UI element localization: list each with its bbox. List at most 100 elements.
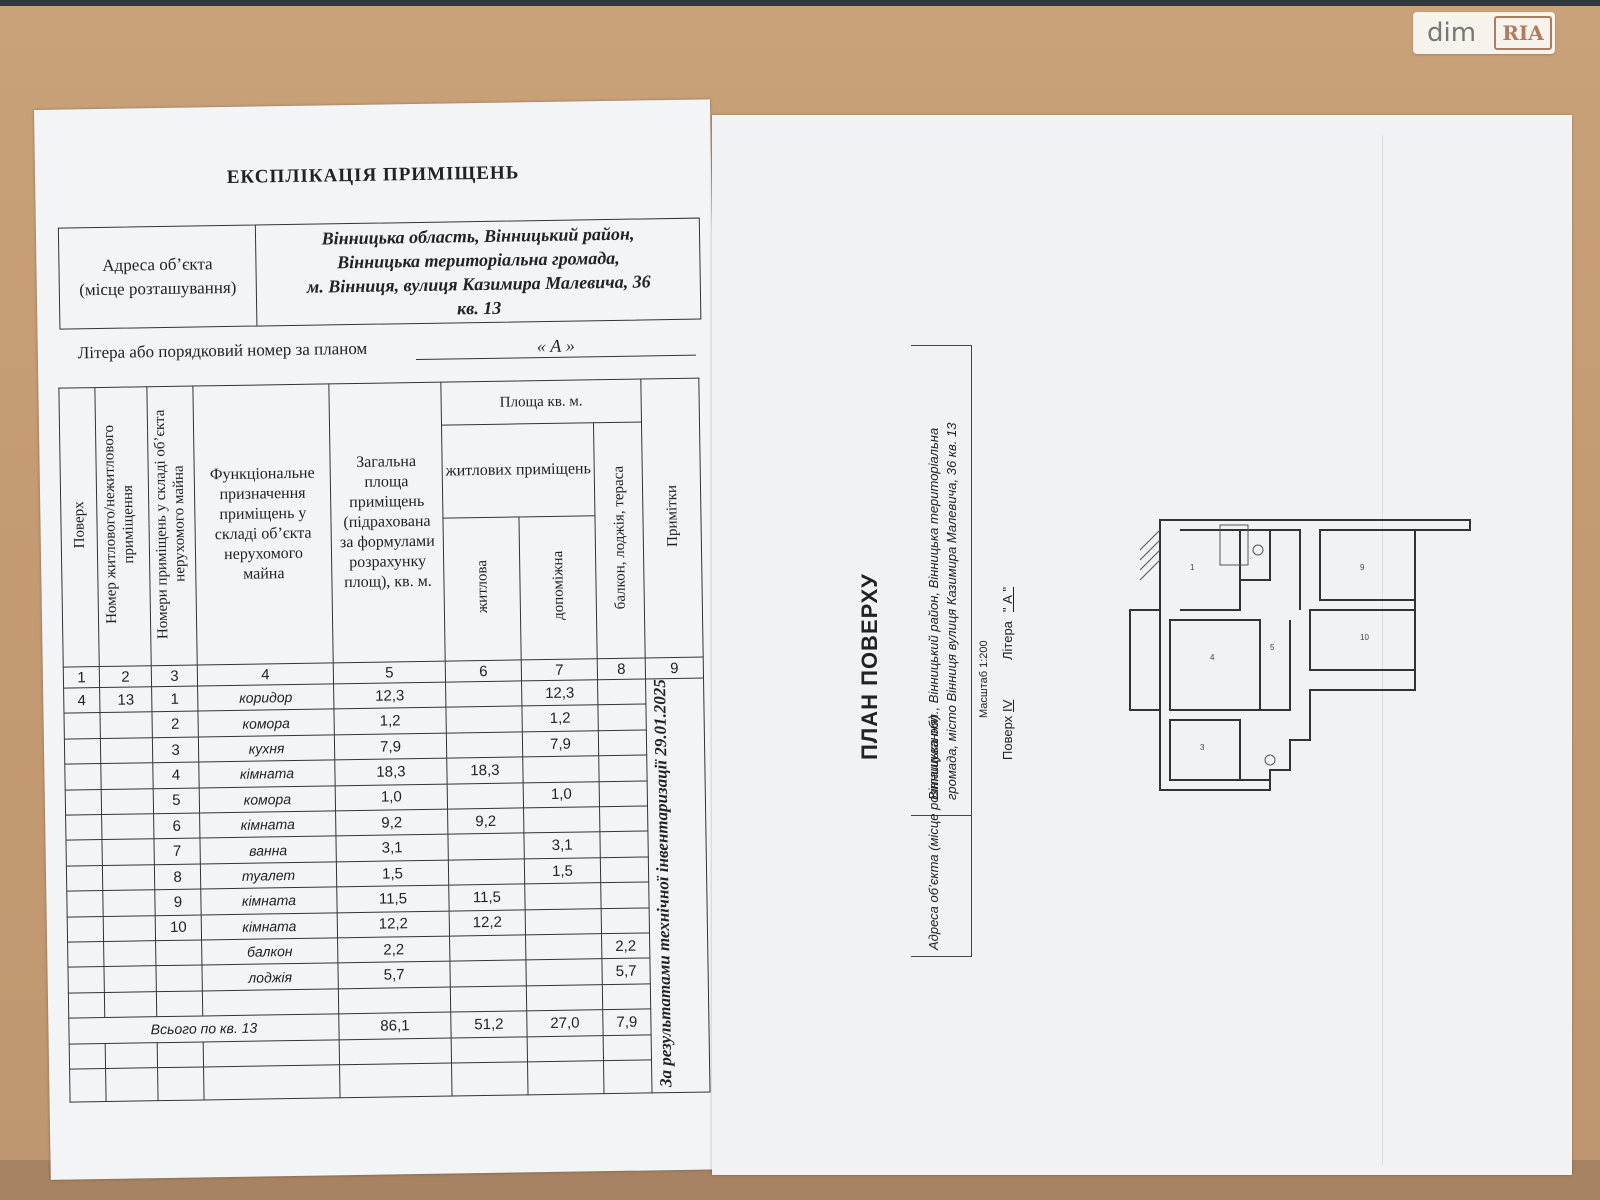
cell-living [450, 985, 527, 1013]
cell-no: 1 [151, 686, 198, 713]
cell-aux [526, 984, 603, 1012]
cell-floor [64, 763, 102, 790]
header-living: житлова [442, 516, 522, 662]
cell-floor [65, 814, 102, 841]
cell-apt [101, 813, 154, 840]
svg-text:5: 5 [1270, 643, 1275, 652]
plan-stamp-divider [911, 815, 971, 816]
cell-aux [525, 959, 603, 986]
header-living-group: житлових приміщень [441, 422, 595, 519]
cell-living [447, 782, 524, 810]
cell-no: 9 [154, 889, 202, 916]
header-purpose: Функціональне призначення приміщень у ск… [192, 383, 334, 666]
plan-litera-value: " А " [1000, 586, 1015, 612]
cell-apt [103, 940, 156, 967]
cell-apt [103, 966, 157, 993]
cell-name: кухня [198, 734, 335, 763]
cell-living [445, 680, 522, 708]
cell-total [338, 986, 451, 1015]
cell-floor [67, 966, 105, 993]
cell-apt [100, 737, 153, 764]
total-aux: 27,0 [526, 1009, 604, 1037]
cell-apt [102, 889, 156, 917]
cell-aux [525, 933, 602, 961]
cell-living: 18,3 [446, 757, 524, 784]
cell-total: 2,2 [337, 936, 450, 964]
logo-dim-text: dim [1427, 18, 1477, 48]
total-living: 51,2 [450, 1011, 528, 1038]
cell-name: кімната [201, 912, 338, 941]
cell-apt [104, 991, 157, 1018]
cell-total: 12,2 [337, 910, 450, 938]
cell-no [156, 990, 203, 1017]
plan-litera-label: Літера [1000, 621, 1015, 660]
cell-living [449, 934, 526, 962]
cell-name: комора [199, 785, 336, 814]
cell-name: ванна [199, 836, 337, 864]
cell-living: 12,2 [449, 909, 526, 937]
header-total-area: Загальна площа приміщень (підрахована за… [328, 382, 446, 663]
cell-aux: 7,9 [522, 730, 599, 758]
plan-stamp [911, 345, 972, 957]
cell-total: 1,5 [336, 859, 449, 888]
cell-name: коридор [197, 683, 334, 712]
cell-living [445, 706, 523, 733]
plan-address-line-1: Вінницька обл., Вінницький район, Вінниц… [926, 427, 941, 800]
cell-apt [102, 864, 155, 891]
total-balc: 7,9 [602, 1009, 652, 1036]
top-bar [0, 0, 1600, 6]
explication-page: ЕКСПЛІКАЦІЯ ПРИМІЩЕНЬ Адреса об’єкта (мі… [34, 99, 727, 1180]
cell-total: 1,2 [333, 707, 447, 735]
cell-balc [598, 729, 647, 756]
cell-balc: 2,2 [601, 932, 650, 960]
cell-balc [598, 755, 648, 782]
plan-floor-value: IV [1000, 699, 1015, 712]
cell-balc [599, 780, 648, 807]
address-value: Вінницька область, Вінницький район, Він… [306, 223, 651, 319]
cell-living: 11,5 [448, 884, 526, 911]
cell-living [446, 731, 523, 759]
cell-living [448, 858, 525, 886]
cell-aux: 1,0 [523, 781, 600, 808]
cell-name: кімната [199, 810, 336, 839]
header-auxiliary: допоміжна [518, 515, 598, 660]
header-notes: Примітки [640, 378, 704, 658]
plan-address-line-2: громада, місто Вінниця вулиця Казимира М… [944, 422, 959, 800]
cell-total: 12,3 [333, 682, 446, 710]
cell-total: 9,2 [335, 809, 448, 837]
cell-aux [523, 806, 600, 834]
cell-total: 3,1 [335, 834, 449, 862]
cell-balc [597, 704, 647, 731]
cell-balc [599, 805, 648, 833]
cell-floor [67, 916, 104, 943]
cell-total: 7,9 [334, 732, 447, 761]
cell-floor [66, 890, 104, 917]
cell-no: 7 [153, 838, 201, 865]
cell-balc [601, 907, 650, 934]
cell-apt [101, 788, 154, 815]
cell-living: 9,2 [447, 807, 524, 835]
cell-living [449, 960, 527, 987]
svg-text:9: 9 [1360, 563, 1365, 572]
cell-balc [602, 983, 651, 1010]
cell-floor [64, 738, 101, 765]
dimria-logo: dim RIA [1413, 12, 1555, 54]
svg-text:1: 1 [1190, 563, 1195, 572]
cell-total: 5,7 [337, 961, 451, 989]
cell-no: 2 [151, 711, 199, 738]
cell-name: туалет [200, 861, 337, 890]
cell-aux: 3,1 [523, 832, 601, 859]
cell-aux: 1,5 [524, 857, 601, 885]
cell-name [202, 988, 339, 1017]
cell-aux [525, 908, 602, 935]
cell-name: кімната [198, 760, 336, 788]
cell-floor [65, 839, 103, 866]
svg-text:10: 10 [1360, 633, 1369, 642]
cell-aux [524, 882, 602, 910]
cell-balc [597, 678, 646, 706]
plan-title: ПЛАН ПОВЕРХУ [857, 573, 882, 760]
cell-apt: 13 [99, 686, 152, 713]
address-box: Адреса об’єкта (місце розташування) Вінн… [57, 217, 702, 330]
cell-balc: 5,7 [601, 958, 651, 985]
